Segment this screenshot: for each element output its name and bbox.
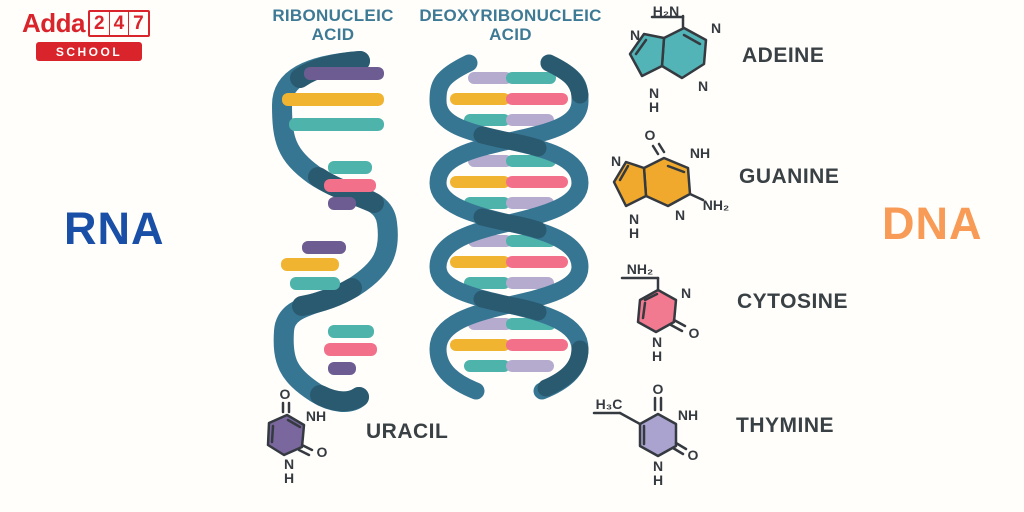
logo-digit: 4	[108, 12, 129, 35]
logo-brand-text: Adda	[22, 8, 86, 38]
rna-base-bar	[328, 325, 374, 338]
guanine-nh-label: NH	[690, 145, 710, 161]
cytosine-structure: NH₂ N O N H	[620, 261, 700, 364]
adenine-n-bottom-right-label: N	[698, 78, 708, 94]
dna-big-label: DNA	[882, 198, 983, 249]
rna-big-label: RNA	[64, 203, 165, 254]
thymine-o-right-label: O	[688, 447, 699, 463]
adenine-ring-h-label: H	[649, 99, 659, 115]
guanine-label: GUANINE	[739, 165, 840, 188]
thymine-ring-h-label: H	[653, 472, 663, 488]
adenine-n-top-left-label: N	[630, 27, 640, 43]
uracil-ring-h-label: H	[284, 470, 294, 486]
rna-base-bar	[302, 241, 346, 254]
rna-base-bar	[281, 258, 339, 271]
cytosine-ring	[636, 288, 678, 334]
rna-base-bar	[304, 67, 384, 80]
rna-base-bar	[324, 179, 376, 192]
thymine-ring	[638, 412, 678, 458]
guanine-o-label: O	[645, 127, 656, 143]
guanine-ring-h-label: H	[629, 225, 639, 241]
dna-helix-illustration	[429, 54, 589, 400]
rna-column-title: RIBONUCLEIC ACID	[248, 6, 418, 44]
rna-strand-shadow	[290, 51, 370, 88]
dna-title-line2: ACID	[489, 25, 532, 45]
uracil-nh-label: NH	[306, 408, 326, 424]
dna-strand-shadow	[473, 208, 547, 239]
cytosine-label: CYTOSINE	[737, 290, 848, 313]
dna-strand-shadow	[537, 340, 589, 397]
thymine-structure: H₃C O NH O N H	[592, 381, 699, 488]
dna-column-title: DEOXYRIBONUCLEIC ACID	[418, 6, 603, 44]
rna-base-bar	[282, 93, 384, 106]
thymine-label: THYMINE	[736, 414, 834, 437]
thymine-nh-label: NH	[678, 407, 698, 423]
thymine-ring-n-label: N	[653, 458, 663, 474]
guanine-amino-label: NH₂	[703, 197, 729, 213]
logo-number-box: 2 4 7	[88, 10, 150, 37]
dna-strand-shadow	[473, 290, 547, 321]
rna-strand	[271, 51, 398, 412]
uracil-o-top-label: O	[280, 386, 291, 402]
thymine-o-top-label: O	[653, 381, 664, 397]
guanine-ring-n-label: N	[629, 211, 639, 227]
rna-title-line1: RIBONUCLEIC	[272, 6, 394, 25]
uracil-label: URACIL	[366, 420, 449, 443]
adenine-label: ADEINE	[742, 44, 825, 67]
dna-title-line1: DEOXYRIBONUCLEIC	[419, 6, 602, 25]
adenine-ring-n-label: N	[649, 85, 659, 101]
cytosine-n-label: N	[681, 285, 691, 301]
adda247-logo: Adda 2 4 7 SCHOOL	[22, 8, 150, 61]
rna-strand-shadow	[292, 278, 362, 316]
dna-strand-shadow	[540, 54, 589, 104]
guanine-n-left-label: N	[611, 153, 621, 169]
uracil-ring-n-label: N	[284, 456, 294, 472]
guanine-structure: O NH NH₂ N N N H	[611, 127, 729, 241]
adenine-n-top-right-label: N	[711, 20, 721, 36]
uracil-structure: O NH O N H	[266, 386, 328, 486]
rna-base-bar	[328, 197, 356, 210]
logo-digit: 2	[94, 13, 105, 34]
thymine-methyl-label: H₃C	[596, 396, 623, 412]
rna-base-bar	[290, 277, 340, 290]
rna-strand-shadow	[310, 385, 369, 412]
rna-base-bar	[328, 362, 356, 375]
guanine-rings	[612, 156, 692, 208]
logo-school-badge: SCHOOL	[36, 42, 142, 61]
cytosine-o-label: O	[689, 325, 700, 341]
rna-base-bar	[328, 161, 372, 174]
dna-strand-shadow	[473, 126, 547, 157]
adenine-amino-label: H₂N	[653, 3, 679, 19]
adenine-rings	[628, 26, 708, 80]
cytosine-ring-h-label: H	[652, 348, 662, 364]
adenine-structure: H₂N N N N N H	[628, 3, 721, 115]
logo-digit: 7	[128, 12, 148, 35]
guanine-n-bottom-label: N	[675, 207, 685, 223]
rna-title-line2: ACID	[311, 25, 355, 45]
uracil-o-right-label: O	[317, 444, 328, 460]
rna-base-bar	[324, 343, 377, 356]
rna-base-bar	[289, 118, 384, 131]
cytosine-amino-label: NH₂	[627, 261, 653, 277]
cytosine-ring-n-label: N	[652, 334, 662, 350]
rna-helix-illustration	[271, 51, 398, 412]
